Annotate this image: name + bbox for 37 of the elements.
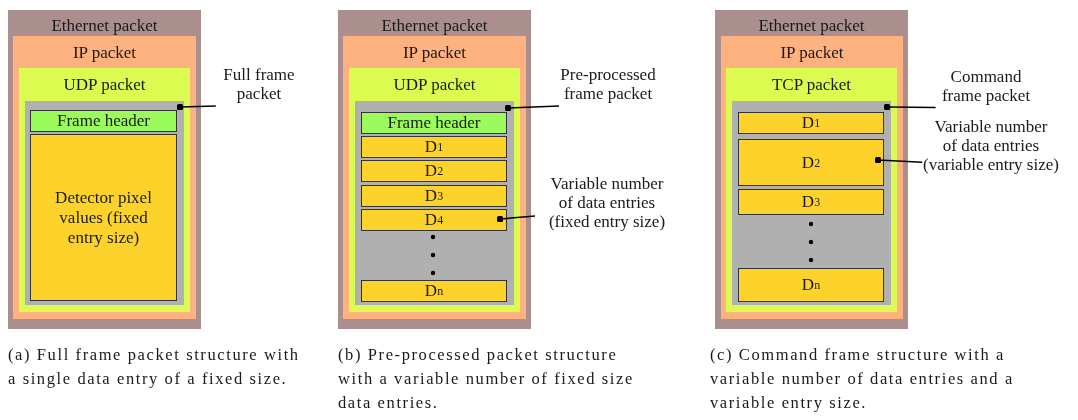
- leader-line: [496, 215, 536, 223]
- callout-text: Full frame packet: [205, 62, 313, 106]
- ethernet-packet-box: [8, 10, 201, 329]
- figure-caption: (c) Command frame structure with a variable number of data entries and a variable entry size.: [710, 344, 1015, 414]
- frame-header-box: Frame header: [30, 110, 177, 132]
- ip-packet-box: [13, 36, 196, 319]
- callout-text: Command frame packet: [930, 62, 1042, 110]
- packet-label: TCP packet: [770, 75, 853, 94]
- frame-packet-box: [732, 101, 891, 305]
- packet-label: IP packet: [401, 43, 468, 62]
- packet-label: IP packet: [71, 43, 138, 62]
- ip-packet-box: [721, 36, 903, 319]
- transport-packet-box: [19, 68, 190, 312]
- ip-packet-box: [343, 36, 526, 319]
- leader-line: [176, 103, 217, 111]
- figure-caption: (a) Full frame packet structure with a single data entry of a fixed size.: [8, 344, 301, 390]
- leader-line: [504, 104, 560, 112]
- packet-label: Ethernet packet: [380, 16, 489, 35]
- callout-text: Variable number of data entries (fixed entry size): [532, 170, 682, 234]
- frame-header-box: Frame header: [361, 112, 507, 134]
- packet-label: Ethernet packet: [757, 16, 866, 35]
- callout-text: Variable number of data entries (variable entry size): [905, 114, 1077, 176]
- transport-packet-box: [349, 68, 520, 312]
- packet-label: UDP packet: [392, 75, 477, 94]
- ethernet-packet-box: [338, 10, 531, 329]
- figure-caption: (b) Pre-processed packet structure with a variable number of fixed size data entries.: [338, 344, 635, 414]
- packet-label: IP packet: [779, 43, 845, 62]
- leader-line: [883, 103, 937, 111]
- transport-packet-box: [726, 68, 897, 312]
- ethernet-packet-box: [715, 10, 908, 329]
- packet-label: UDP packet: [62, 75, 147, 94]
- leader-line: [874, 156, 923, 164]
- packet-label: Ethernet packet: [50, 16, 159, 35]
- callout-text: Pre-processed frame packet: [540, 62, 676, 106]
- data-entry-box: Detector pixel values (fixed entry size): [30, 134, 177, 301]
- frame-packet-box: [355, 101, 514, 305]
- frame-packet-box: [25, 101, 184, 305]
